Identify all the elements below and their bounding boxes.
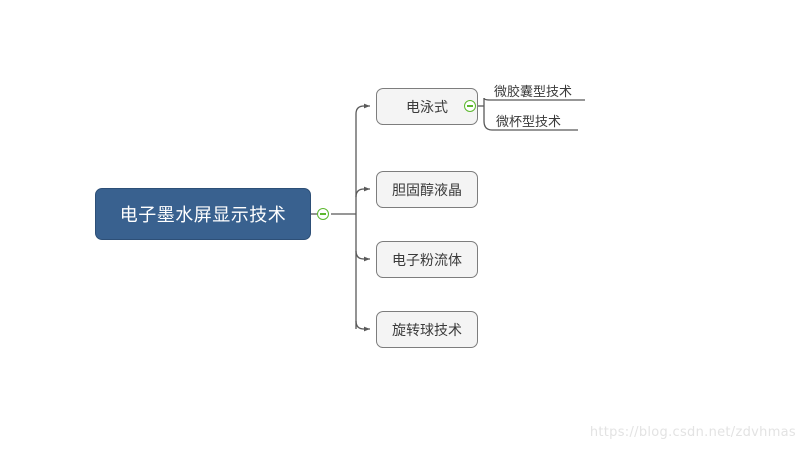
- leaf-node-label: 微胶囊型技术: [494, 84, 573, 100]
- branch-node-powder-fluid[interactable]: 电子粉流体: [376, 241, 478, 278]
- leaf-node-microcup[interactable]: 微杯型技术: [492, 109, 565, 131]
- watermark: https://blog.csdn.net/zdvhmas: [589, 425, 796, 440]
- branch-node-electrophoretic[interactable]: 电泳式: [376, 88, 478, 125]
- leaf-node-label: 微杯型技术: [496, 114, 562, 130]
- branch-node-label: 电子粉流体: [392, 252, 462, 269]
- leaf-node-microcapsule[interactable]: 微胶囊型技术: [490, 79, 576, 101]
- branch-node-label: 胆固醇液晶: [392, 182, 462, 199]
- branch-node-cholesteric[interactable]: 胆固醇液晶: [376, 171, 478, 208]
- root-node[interactable]: 电子墨水屏显示技术: [95, 188, 311, 240]
- root-node-label: 电子墨水屏显示技术: [119, 205, 287, 226]
- collapse-toggle-root-icon[interactable]: [317, 208, 329, 220]
- branch-node-rotating-ball[interactable]: 旋转球技术: [376, 311, 478, 348]
- collapse-toggle-electrophoretic-icon[interactable]: [464, 100, 476, 112]
- branch-node-label: 旋转球技术: [392, 322, 462, 339]
- branch-node-label: 电泳式: [406, 99, 448, 116]
